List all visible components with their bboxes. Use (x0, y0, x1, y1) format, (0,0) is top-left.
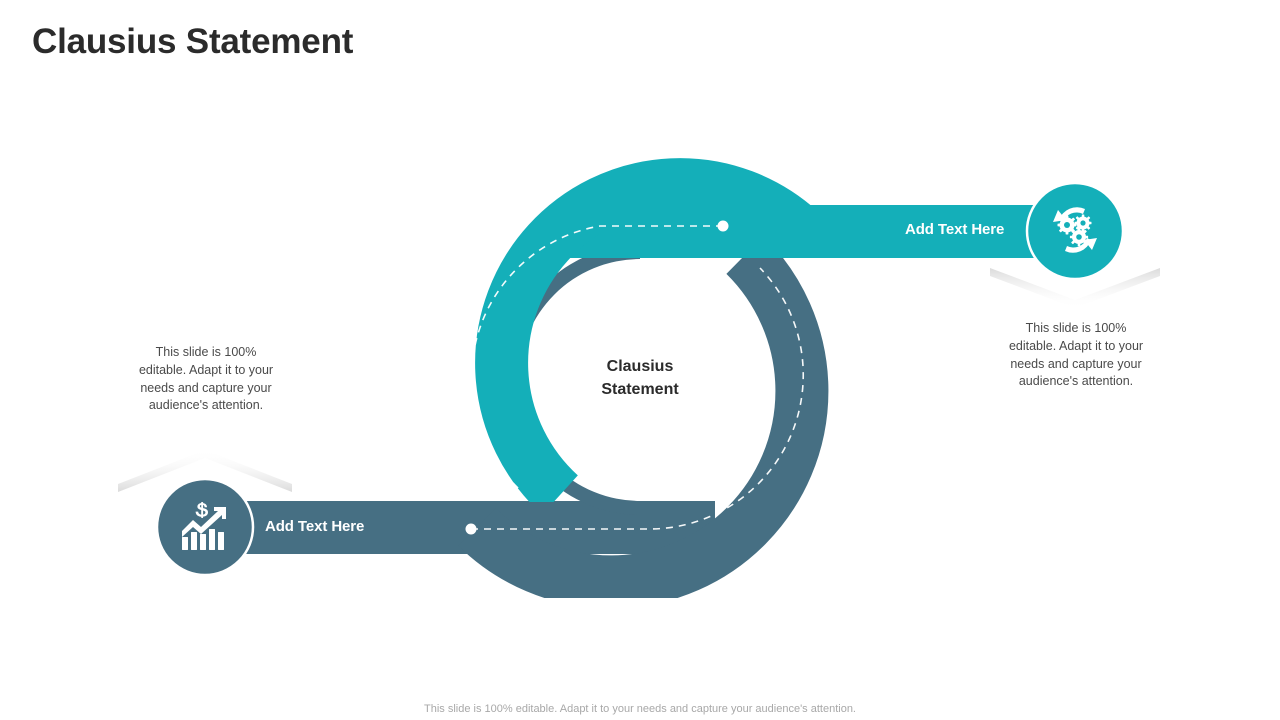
caption-right: This slide is 100% editable. Adapt it to… (1008, 321, 1144, 389)
top-branch-bar-overlay[interactable] (600, 205, 1075, 258)
bottom-branch-label[interactable]: Add Text Here (265, 518, 365, 535)
growth-chart-dollar-icon (176, 498, 234, 556)
bottom-branch-dashed-guide (471, 267, 804, 530)
center-label-line2: Statement (601, 381, 679, 399)
footer-note: This slide is 100% editable. Adapt it to… (424, 703, 856, 715)
top-branch-dot (717, 220, 729, 232)
top-branch-icon-circle[interactable] (1025, 181, 1125, 281)
caption-left: This slide is 100% editable. Adapt it to… (138, 345, 274, 413)
center-label-line1: Clausius (606, 358, 674, 375)
bottom-branch-dot (465, 523, 477, 535)
shadow-chevron-left (118, 450, 292, 492)
page-title: Clausius Statement (32, 22, 354, 61)
top-branch-label[interactable]: Add Text Here (905, 221, 1005, 238)
top-branch-dashed-guide (470, 225, 723, 491)
gears-cycle-icon (1045, 200, 1105, 260)
center-disc (534, 274, 746, 486)
bottom-branch-sweep (458, 258, 829, 598)
shadow-chevron-right (990, 268, 1160, 308)
top-branch-sweep (475, 158, 818, 502)
center-label: Clausius Statement (556, 355, 724, 401)
